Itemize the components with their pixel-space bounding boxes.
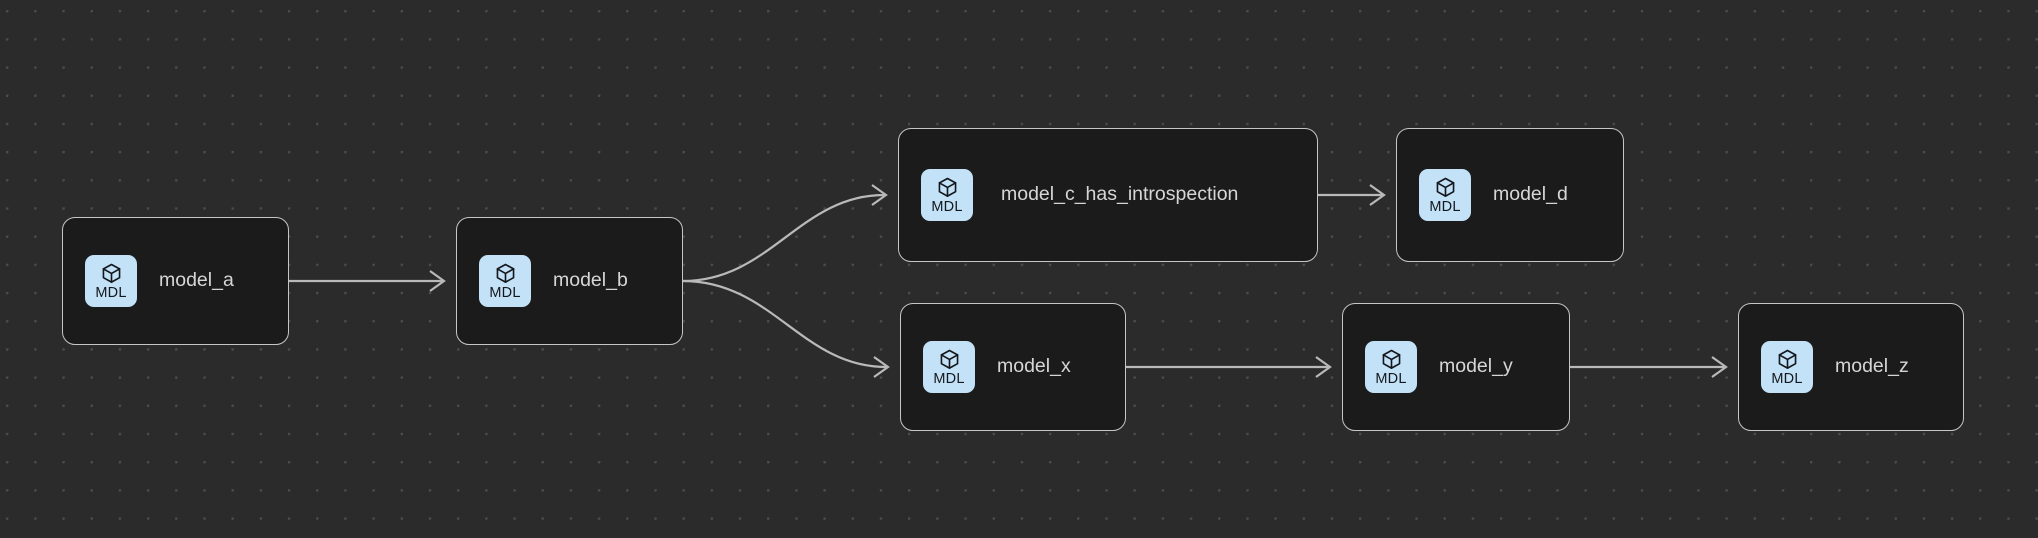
edge-model-a-to-model-b	[289, 270, 446, 292]
node-label: model_b	[553, 269, 628, 292]
edge-model-y-to-model-z	[1570, 356, 1728, 378]
badge-label: MDL	[931, 199, 963, 216]
node-model-a[interactable]: MDL model_a	[62, 217, 289, 345]
cube-icon	[938, 177, 956, 198]
model-badge: MDL	[1419, 169, 1471, 221]
badge-label: MDL	[1375, 371, 1407, 388]
badge-label: MDL	[933, 371, 965, 388]
node-model-x[interactable]: MDL model_x	[900, 303, 1126, 431]
model-badge: MDL	[479, 255, 531, 307]
node-label: model_c_has_introspection	[1001, 183, 1239, 206]
cube-icon	[1778, 349, 1796, 370]
node-model-d[interactable]: MDL model_d	[1396, 128, 1624, 262]
badge-label: MDL	[1771, 371, 1803, 388]
edge-model-x-to-model-y	[1126, 356, 1332, 378]
node-label: model_a	[159, 269, 234, 292]
node-label: model_x	[997, 355, 1071, 378]
badge-label: MDL	[489, 285, 521, 302]
edge-model-c-to-model-d	[1318, 184, 1386, 206]
model-badge: MDL	[1365, 341, 1417, 393]
edge-model-b-to-model-c	[682, 184, 888, 283]
node-label: model_d	[1493, 183, 1568, 206]
node-model-c-has-introspection[interactable]: MDL model_c_has_introspection	[898, 128, 1318, 262]
node-label: model_z	[1835, 355, 1909, 378]
model-badge: MDL	[921, 169, 973, 221]
model-badge: MDL	[1761, 341, 1813, 393]
model-badge: MDL	[923, 341, 975, 393]
badge-label: MDL	[95, 285, 127, 302]
node-model-y[interactable]: MDL model_y	[1342, 303, 1570, 431]
cube-icon	[496, 263, 514, 284]
cube-icon	[1436, 177, 1454, 198]
node-model-z[interactable]: MDL model_z	[1738, 303, 1964, 431]
cube-icon	[940, 349, 958, 370]
edge-model-b-to-model-x	[682, 279, 890, 378]
node-label: model_y	[1439, 355, 1513, 378]
badge-label: MDL	[1429, 199, 1461, 216]
cube-icon	[1382, 349, 1400, 370]
node-model-b[interactable]: MDL model_b	[456, 217, 683, 345]
cube-icon	[102, 263, 120, 284]
model-badge: MDL	[85, 255, 137, 307]
